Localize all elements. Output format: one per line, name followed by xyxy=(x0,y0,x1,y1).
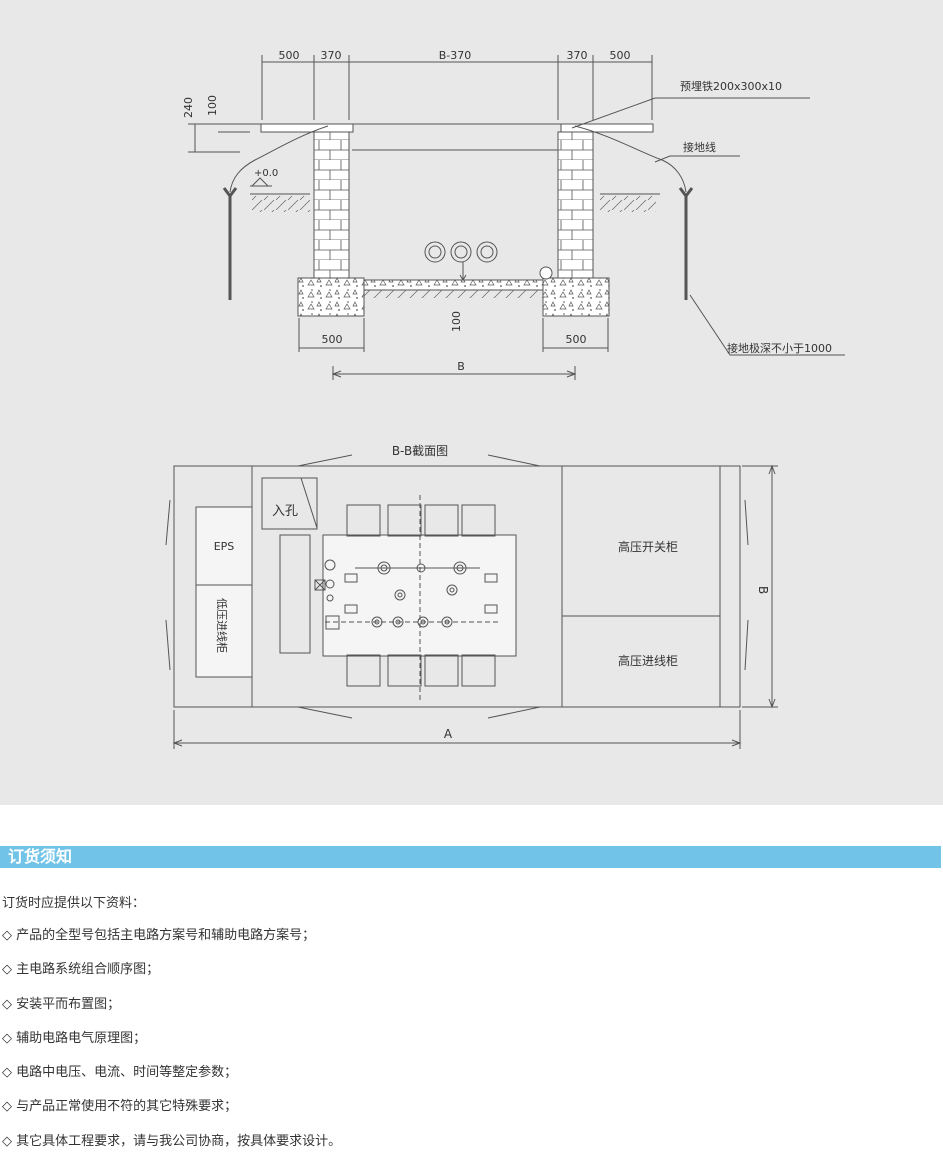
dim-370-right: 370 xyxy=(567,49,588,62)
list-item: ◇ 辅助电路电气原理图； xyxy=(2,1030,147,1046)
manhole-label: 入孔 xyxy=(272,504,298,519)
technical-drawing: 500 370 B-370 370 500 240 100 +0.0 预埋铁20… xyxy=(0,0,943,805)
drawing-canvas: 500 370 B-370 370 500 240 100 +0.0 预埋铁20… xyxy=(165,49,845,749)
eps-label: EPS xyxy=(214,540,235,553)
dim-370-left: 370 xyxy=(321,49,342,62)
ordering-heading: 订货须知 xyxy=(8,847,73,866)
ground-level-mark: +0.0 xyxy=(254,168,278,179)
list-item: ◇ 主电路系统组合顺序图； xyxy=(2,962,160,978)
elevation-view xyxy=(188,55,845,380)
dim-500-footing-right: 500 xyxy=(566,333,587,346)
hv-switch-label: 高压开关柜 xyxy=(618,539,678,554)
ordering-list: ◇ 产品的全型号包括主电路方案号和辅助电路方案号； ◇ 主电路系统组合顺序图； … xyxy=(2,926,341,1166)
list-item: ◇ 安装平而布置图； xyxy=(2,996,121,1012)
label-electrode-depth: 接地极深不小于1000 xyxy=(727,341,832,355)
list-item: ◇ 电路中电压、电流、时间等整定参数； xyxy=(2,1065,238,1081)
dim-240: 240 xyxy=(182,97,195,118)
ordering-intro: 订货时应提供以下资料： xyxy=(2,896,146,911)
dim-b-elevation: B xyxy=(457,360,465,373)
label-ground-wire: 接地线 xyxy=(683,140,716,154)
lv-incoming-label: 低压进线柜 xyxy=(215,598,229,653)
dim-500-footing-left: 500 xyxy=(322,333,343,346)
list-item: ◇ 产品的全型号包括主电路方案号和辅助电路方案号； xyxy=(2,928,316,943)
dim-b-plan: B xyxy=(756,586,770,594)
label-embedded-iron: 预埋铁200x300x10 xyxy=(680,80,782,93)
plan-view xyxy=(165,454,778,749)
dim-b-minus-370: B-370 xyxy=(439,49,472,62)
list-item: ◇ 与产品正常使用不符的其它特殊要求； xyxy=(2,1099,238,1115)
dim-a-plan: A xyxy=(444,727,453,741)
list-item: ◇ 其它具体工程要求，请与我公司协商，按具体要求设计。 xyxy=(2,1133,342,1149)
dim-100-bottom: 100 xyxy=(450,311,463,332)
dim-100-left: 100 xyxy=(206,95,219,116)
hv-incoming-label: 高压进线柜 xyxy=(618,653,678,668)
plan-title: B-B截面图 xyxy=(392,444,448,458)
ordering-heading-banner: 订货须知 xyxy=(0,846,941,868)
dim-500-right: 500 xyxy=(610,49,631,62)
dim-500-left: 500 xyxy=(279,49,300,62)
elevation-labels: 500 370 B-370 370 500 240 100 +0.0 预埋铁20… xyxy=(182,49,832,373)
plan-labels: B-B截面图 入孔 EPS 低压进线柜 高压开关柜 高压进线柜 B A xyxy=(214,444,770,741)
